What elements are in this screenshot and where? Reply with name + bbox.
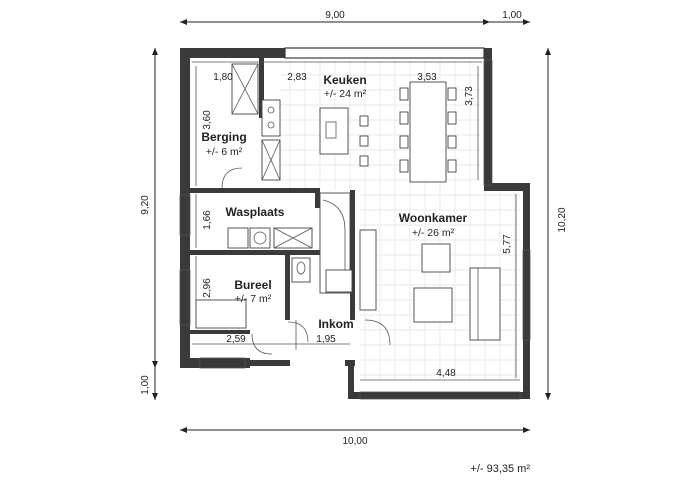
room-woonkamer-area: +/- 26 m² [412,227,455,239]
room-keuken-name: Keuken [323,73,366,87]
dim-berging-height: 3,60 [202,110,213,130]
dim-woonkamer-width: 4,48 [436,368,456,379]
exterior-walls [180,47,530,399]
room-inkom-name: Inkom [318,317,353,331]
dim-bureel-height: 2,96 [202,278,213,298]
dim-inkom-width: 1,95 [316,334,336,345]
room-berging-name: Berging [201,130,246,144]
dim-left-main: 9,20 [140,195,151,215]
dim-keuken-table: 3,53 [417,72,437,83]
dim-keuken-width: 2,83 [287,72,307,83]
interior-walls [190,58,355,334]
kitchen-furniture [231,63,457,183]
dim-right-total: 10,20 [557,207,568,232]
dim-left-extra: 1,00 [140,375,151,395]
dimension-lines [152,19,551,433]
doors [221,167,391,355]
utility-furniture [195,192,501,341]
dim-berging-width: 1,80 [213,72,233,83]
dim-top-extra: 1,00 [502,10,522,21]
total-area: +/- 93,35 m² [470,463,530,475]
dim-top-main: 9,00 [325,10,345,21]
room-keuken-area: +/- 24 m² [324,88,367,100]
room-woonkamer-name: Woonkamer [399,211,468,225]
dim-wasplaats-height: 1,66 [202,210,213,230]
dim-bottom-total: 10,00 [342,436,367,447]
dim-keuken-depth: 3,73 [464,86,475,106]
room-berging-area: +/- 6 m² [206,146,243,158]
dim-bureel-width: 2,59 [226,334,246,345]
room-wasplaats-name: Wasplaats [226,205,285,219]
dim-woonkamer-depth: 5,77 [502,234,513,254]
room-bureel-name: Bureel [234,278,271,292]
windows [179,59,531,400]
room-bureel-area: +/- 7 m² [235,293,272,305]
